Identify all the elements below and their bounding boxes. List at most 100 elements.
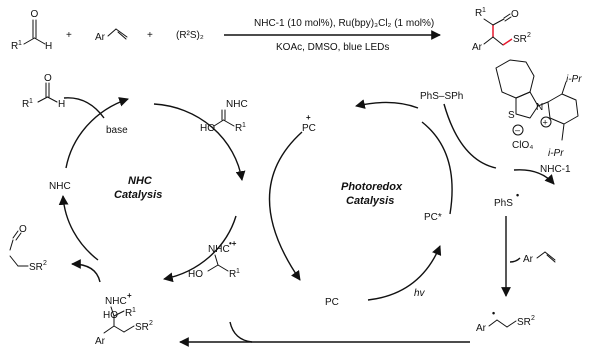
photoredox-title-1: Photoredox bbox=[341, 181, 403, 193]
adduct-sr-label: SR bbox=[135, 322, 149, 333]
nhc-cycle-arc-right bbox=[153, 103, 246, 181]
plus-sign-2: + bbox=[147, 30, 153, 41]
nhc-1-catalyst-structure: S N + – ClO₄ i-Pr i-Pr NHC-1 bbox=[495, 59, 582, 175]
adduct-charge: + bbox=[127, 291, 132, 300]
aldehyde-into-cycle-arrow bbox=[63, 97, 105, 119]
conditions-bottom: KOAc, DMSO, blue LEDs bbox=[276, 42, 389, 53]
radical-adduct-intermediate: NHC + HO R 1 Ar SR 2 bbox=[95, 291, 153, 347]
hv-label: hv bbox=[414, 288, 426, 299]
nhc-aldehyde-input: O R 1 H bbox=[22, 73, 65, 110]
pc-oxidized-charge: + bbox=[306, 113, 311, 122]
thiazolium-n: N bbox=[536, 102, 543, 113]
product-o-label: O bbox=[511, 9, 519, 20]
nhc-cycle-title-1: NHC bbox=[128, 175, 153, 187]
breslow-nhc-label: NHC bbox=[226, 99, 248, 110]
aldehyde-reactant: O R 1 H bbox=[11, 9, 52, 52]
breslow-intermediate: NHC HO R 1 bbox=[200, 99, 248, 134]
styrene-feed-arrow bbox=[509, 257, 521, 263]
product-sr-sup: 2 bbox=[527, 32, 531, 39]
breslow-r-sup: 1 bbox=[242, 122, 246, 129]
product-ar-label: Ar bbox=[472, 42, 483, 53]
aryl-ring bbox=[547, 93, 579, 125]
photoredox-arc-left bbox=[268, 131, 303, 281]
nhc-product-sr-sup: 2 bbox=[43, 260, 47, 267]
adduct-r-label: R bbox=[125, 308, 132, 319]
thiazolium-ring bbox=[515, 91, 539, 119]
conditions-top: NHC-1 (10 mol%), Ru(bpy)₃Cl₂ (1 mol%) bbox=[254, 18, 434, 29]
photoredox-title-2: Catalysis bbox=[346, 195, 394, 207]
base-label: base bbox=[106, 125, 128, 136]
overall-equation: O R 1 H + Ar + (R²S)₂ NHC-1 (10 mol%), R… bbox=[11, 7, 531, 53]
radical-dot: • bbox=[492, 308, 495, 318]
nhc-cycle: O R 1 H base NHC HO R 1 NHC NHC Catalysi… bbox=[9, 73, 248, 347]
nhc-cycle-title-2: Catalysis bbox=[114, 189, 162, 201]
thiyl-radical-label: PhS bbox=[494, 198, 513, 209]
benzylic-radical: Ar • SR 2 bbox=[476, 308, 535, 334]
pc-excited-label: PC* bbox=[424, 212, 442, 223]
adduct-r-sup: 1 bbox=[132, 307, 136, 314]
aldehyde-h-label: H bbox=[45, 41, 52, 52]
alkene-ar-label: Ar bbox=[95, 32, 106, 43]
nhc-cycle-arc-left bbox=[58, 195, 99, 261]
product-r-label: R bbox=[475, 8, 482, 19]
radical-cation-feed-arrow bbox=[229, 321, 253, 343]
breslow-ho-label: HO bbox=[200, 123, 215, 134]
adduct-ho-label: HO bbox=[103, 310, 118, 321]
disulfide-reactant: (R²S)₂ bbox=[176, 30, 204, 41]
nhc-product-o: O bbox=[19, 224, 27, 235]
plus-sign-1: + bbox=[66, 30, 72, 41]
product-sr-label: SR bbox=[513, 34, 527, 45]
nhc-aldehyde-r: R bbox=[22, 99, 29, 110]
photoredox-arc-bottom bbox=[367, 245, 442, 301]
adduct-ar-label: Ar bbox=[95, 336, 106, 347]
thiyl-radical-dot: • bbox=[516, 190, 519, 200]
nhc-aldehyde-h: H bbox=[58, 99, 65, 110]
aldehyde-r-sup: 1 bbox=[18, 40, 22, 47]
photoredox-cycle: PC + PC* PC hv Photoredox Catalysis PhS–… bbox=[268, 91, 556, 334]
styrene-ar-label: Ar bbox=[523, 254, 534, 265]
alkene-reactant: Ar bbox=[95, 28, 128, 43]
nhc-aldehyde-o: O bbox=[44, 73, 52, 84]
photoredox-arc-right bbox=[421, 121, 453, 215]
thiyl-generation-arrow bbox=[513, 169, 555, 185]
adduct-sr-sup: 2 bbox=[149, 320, 153, 327]
aldehyde-r-label: R bbox=[11, 41, 18, 52]
nhc-cycle-arc-lower-right bbox=[163, 215, 237, 283]
breslow-r-label: R bbox=[235, 123, 242, 134]
radcat-ho-label: HO bbox=[188, 269, 203, 280]
pc-ground-label: PC bbox=[325, 297, 339, 308]
product: R 1 O Ar SR 2 bbox=[472, 7, 531, 53]
anion-circle bbox=[512, 124, 524, 136]
photoredox-arc-top bbox=[355, 99, 419, 109]
catalyst-name-label: NHC-1 bbox=[540, 164, 571, 175]
ipr-top-label: i-Pr bbox=[566, 74, 582, 85]
cycloheptane-ring bbox=[495, 59, 535, 99]
radcat-nhc-label: NHC bbox=[208, 244, 230, 255]
radcat-r-sup: 1 bbox=[236, 268, 240, 275]
radical-ar-label: Ar bbox=[476, 323, 487, 334]
radcat-r-label: R bbox=[229, 269, 236, 280]
radical-sr-label: SR bbox=[517, 317, 531, 328]
counterion-label: ClO₄ bbox=[512, 140, 533, 151]
radcat-charge: •+ bbox=[229, 239, 237, 248]
anion-sign: – bbox=[515, 125, 520, 135]
nhc-aldehyde-r-sup: 1 bbox=[29, 98, 33, 105]
thiazolium-s: S bbox=[508, 110, 515, 121]
radical-cation-intermediate: NHC •+ HO R 1 bbox=[188, 239, 240, 280]
disulfide-cleavage-arrow bbox=[443, 103, 497, 169]
product-r-sup: 1 bbox=[482, 7, 486, 14]
disulfide-label: PhS–SPh bbox=[420, 91, 463, 102]
cation-circle bbox=[540, 116, 552, 128]
ketone-product-output: O SR 2 bbox=[9, 224, 47, 273]
aldehyde-o-label: O bbox=[31, 9, 39, 20]
cation-sign: + bbox=[543, 118, 548, 128]
nhc-cycle-arc-upper-left bbox=[65, 97, 129, 169]
product-release-arrow bbox=[71, 259, 101, 283]
pc-oxidized-label: PC bbox=[302, 123, 316, 134]
nhc-product-sr: SR bbox=[29, 262, 43, 273]
ipr-bottom-label: i-Pr bbox=[548, 148, 564, 159]
nhc-catalyst-label: NHC bbox=[49, 181, 71, 192]
radical-sr-sup: 2 bbox=[531, 315, 535, 322]
adduct-nhc-label: NHC bbox=[105, 296, 127, 307]
